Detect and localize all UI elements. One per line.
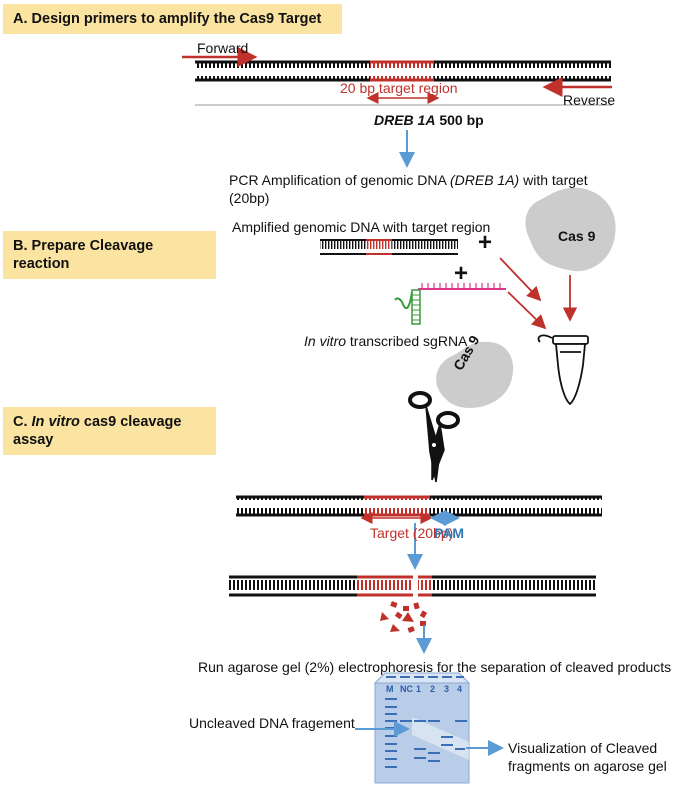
gene-name: DREB 1A (374, 112, 436, 128)
run-gel-text: Run agarose gel (2%) electrophoresis for… (198, 659, 672, 675)
pcr-prefix: PCR Amplification of genomic DNA (229, 172, 450, 188)
plus-sign-2: + (454, 260, 469, 287)
target-region-label: 20 bp target region (340, 80, 458, 96)
cas9-protein-b (525, 187, 616, 272)
gel-lane-label: 2 (430, 684, 436, 694)
forward-label: Forward (197, 40, 249, 56)
gene-label: DREB 1A 500 bp (374, 112, 484, 129)
cleaved-dna (229, 575, 596, 597)
section-c-prefix: C. (13, 414, 32, 430)
scissors-icon (408, 391, 460, 483)
target-label-c: Target (20bp) (370, 525, 454, 541)
arrow-dna-to-tube (499, 257, 542, 302)
sgrna-shape (394, 283, 506, 325)
reverse-label: Reverse (563, 92, 616, 108)
section-b-line2: reaction (13, 256, 70, 273)
section-c-italic: In vitro (31, 414, 80, 430)
section-b-line1: B. Prepare Cleavage (13, 238, 154, 254)
pcr-line1: PCR Amplification of genomic DNA (DREB 1… (229, 172, 588, 189)
section-c-title: C. In vitro cas9 cleavage assay (3, 407, 216, 455)
visualization-line2: fragments on agarose gel (508, 758, 667, 774)
uncleaved-label: Uncleaved DNA fragement (189, 715, 355, 731)
cas9-protein-c (436, 341, 514, 408)
pcr-line2: (20bp) (229, 190, 270, 206)
agarose-gel (373, 672, 471, 784)
gene-size: 500 bp (439, 112, 484, 128)
gel-lane-label: 4 (457, 684, 463, 694)
section-c-line2: assay (13, 432, 54, 449)
plus-sign-1: + (478, 229, 493, 256)
section-b-title: B. Prepare Cleavage reaction (3, 231, 216, 279)
gel-lane-label: 3 (444, 684, 450, 694)
pam-label: PAM (434, 525, 465, 541)
visualization-line1: Visualization of Cleaved (508, 740, 658, 756)
section-c-rest: cas9 cleavage (79, 414, 182, 430)
pcr-italic: (DREB 1A) (449, 172, 520, 188)
sgrna-label: In vitro transcribed sgRNA (304, 333, 467, 350)
pcr-suffix: with target (519, 172, 588, 188)
cas9-label-b: Cas 9 (558, 228, 596, 244)
amplified-dna (320, 239, 458, 255)
gel-lane-label: 1 (416, 684, 422, 694)
section-a-title: A. Design primers to amplify the Cas9 Ta… (3, 4, 342, 34)
arrow-sgrna-to-tube (507, 291, 547, 330)
dna-strand-c (236, 495, 602, 517)
gel-lane-label: M (386, 684, 394, 694)
reaction-tube (537, 334, 589, 406)
sgrna-italic: In vitro (304, 333, 347, 349)
gel-lane-label: NC (400, 684, 413, 694)
amplified-label: Amplified genomic DNA with target region (232, 219, 491, 235)
sgrna-rest: transcribed sgRNA (346, 333, 468, 349)
dna-strand-a (195, 60, 611, 82)
dna-fragments (380, 601, 428, 633)
